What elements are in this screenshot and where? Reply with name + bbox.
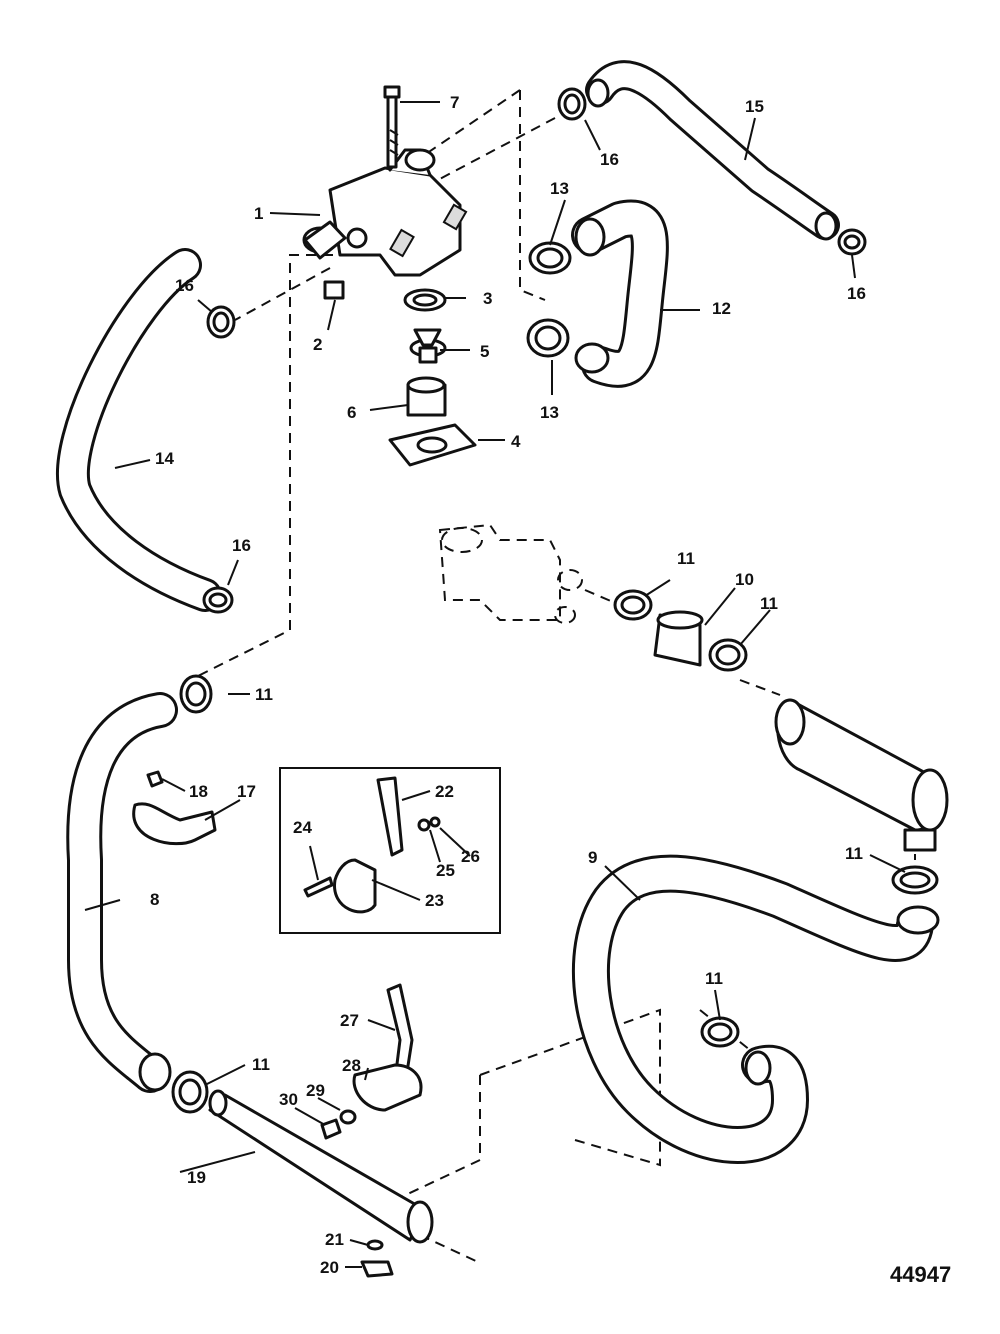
callout-5: 5 bbox=[480, 342, 489, 361]
clamp-17 bbox=[132, 802, 217, 846]
callout-13-a: 13 bbox=[550, 179, 569, 198]
callout-30: 30 bbox=[279, 1090, 298, 1109]
thermostat-housing bbox=[302, 148, 468, 277]
plug-2 bbox=[323, 280, 345, 300]
pipe-19 bbox=[208, 1089, 434, 1244]
callout-24: 24 bbox=[293, 818, 312, 837]
sleeve-6 bbox=[406, 376, 447, 417]
callout-8: 8 bbox=[150, 890, 159, 909]
clamp-16-a bbox=[206, 305, 236, 339]
callout-11-e: 11 bbox=[705, 969, 723, 988]
pump-assembly bbox=[438, 523, 583, 624]
callout-11-b: 11 bbox=[677, 549, 695, 568]
callout-28: 28 bbox=[342, 1056, 361, 1075]
sleeve-10 bbox=[653, 610, 704, 667]
thermostat-5 bbox=[409, 328, 447, 364]
clamp-28 bbox=[352, 1063, 423, 1112]
callout-1: 1 bbox=[254, 204, 263, 223]
callout-10: 10 bbox=[735, 570, 754, 589]
callout-25: 25 bbox=[436, 861, 455, 880]
callout-13-b: 13 bbox=[540, 403, 559, 422]
callout-21: 21 bbox=[325, 1230, 344, 1249]
heat-exchanger bbox=[774, 698, 949, 852]
callout-18: 18 bbox=[189, 782, 208, 801]
callout-22: 22 bbox=[435, 782, 454, 801]
nut-30 bbox=[320, 1118, 342, 1140]
hose-9 bbox=[571, 854, 940, 1164]
clamp-13-a bbox=[528, 241, 572, 275]
hose-15 bbox=[585, 60, 840, 241]
callout-3: 3 bbox=[483, 289, 492, 308]
callout-7: 7 bbox=[450, 93, 459, 112]
callout-2: 2 bbox=[313, 335, 322, 354]
callout-14: 14 bbox=[155, 449, 174, 468]
diagram-id-number: 44947 bbox=[890, 1262, 951, 1287]
callout-17: 17 bbox=[237, 782, 256, 801]
gasket-4 bbox=[388, 423, 477, 467]
callout-11-f: 11 bbox=[252, 1055, 270, 1074]
clamp-11-b bbox=[613, 589, 653, 621]
callout-6: 6 bbox=[347, 403, 356, 422]
callout-11-d: 11 bbox=[845, 844, 863, 863]
callout-11-c: 11 bbox=[760, 594, 778, 613]
callout-29: 29 bbox=[306, 1081, 325, 1100]
clamp-11-f bbox=[171, 1070, 209, 1114]
drain-plug-20 bbox=[360, 1260, 394, 1278]
hose-8 bbox=[66, 692, 178, 1093]
clamp-11-e bbox=[700, 1016, 740, 1048]
callout-19: 19 bbox=[187, 1168, 206, 1187]
clamp-11-a bbox=[179, 674, 213, 714]
inset-detail bbox=[279, 767, 501, 934]
callout-11-a: 11 bbox=[255, 685, 273, 704]
callout-15: 15 bbox=[745, 97, 764, 116]
callout-16-b: 16 bbox=[232, 536, 251, 555]
callout-20: 20 bbox=[320, 1258, 339, 1277]
clamp-11-c bbox=[708, 638, 748, 672]
hose-14 bbox=[56, 248, 222, 612]
callout-16-c: 16 bbox=[600, 150, 619, 169]
callout-4: 4 bbox=[511, 432, 521, 451]
washer-29 bbox=[339, 1109, 357, 1125]
callout-26: 26 bbox=[461, 847, 480, 866]
clamp-11-d bbox=[891, 865, 939, 895]
gasket-3 bbox=[403, 288, 447, 312]
callouts: 1 2 3 4 5 6 7 8 9 10 11 11 11 11 11 11 1… bbox=[150, 93, 866, 1277]
callout-16-a: 16 bbox=[175, 276, 194, 295]
hose-12 bbox=[571, 199, 669, 388]
bolt-7 bbox=[383, 85, 401, 169]
clamp-16-b bbox=[202, 586, 234, 614]
clamp-13-b bbox=[526, 318, 570, 358]
leader-lines bbox=[84, 101, 906, 1268]
callout-23: 23 bbox=[425, 891, 444, 910]
washer-21 bbox=[366, 1239, 384, 1251]
clamp-16-c bbox=[557, 87, 587, 121]
callout-9: 9 bbox=[588, 848, 597, 867]
callout-27: 27 bbox=[340, 1011, 359, 1030]
callout-12: 12 bbox=[712, 299, 731, 318]
nut-18 bbox=[146, 770, 164, 788]
clamp-16-d bbox=[837, 228, 867, 256]
callout-16-d: 16 bbox=[847, 284, 866, 303]
